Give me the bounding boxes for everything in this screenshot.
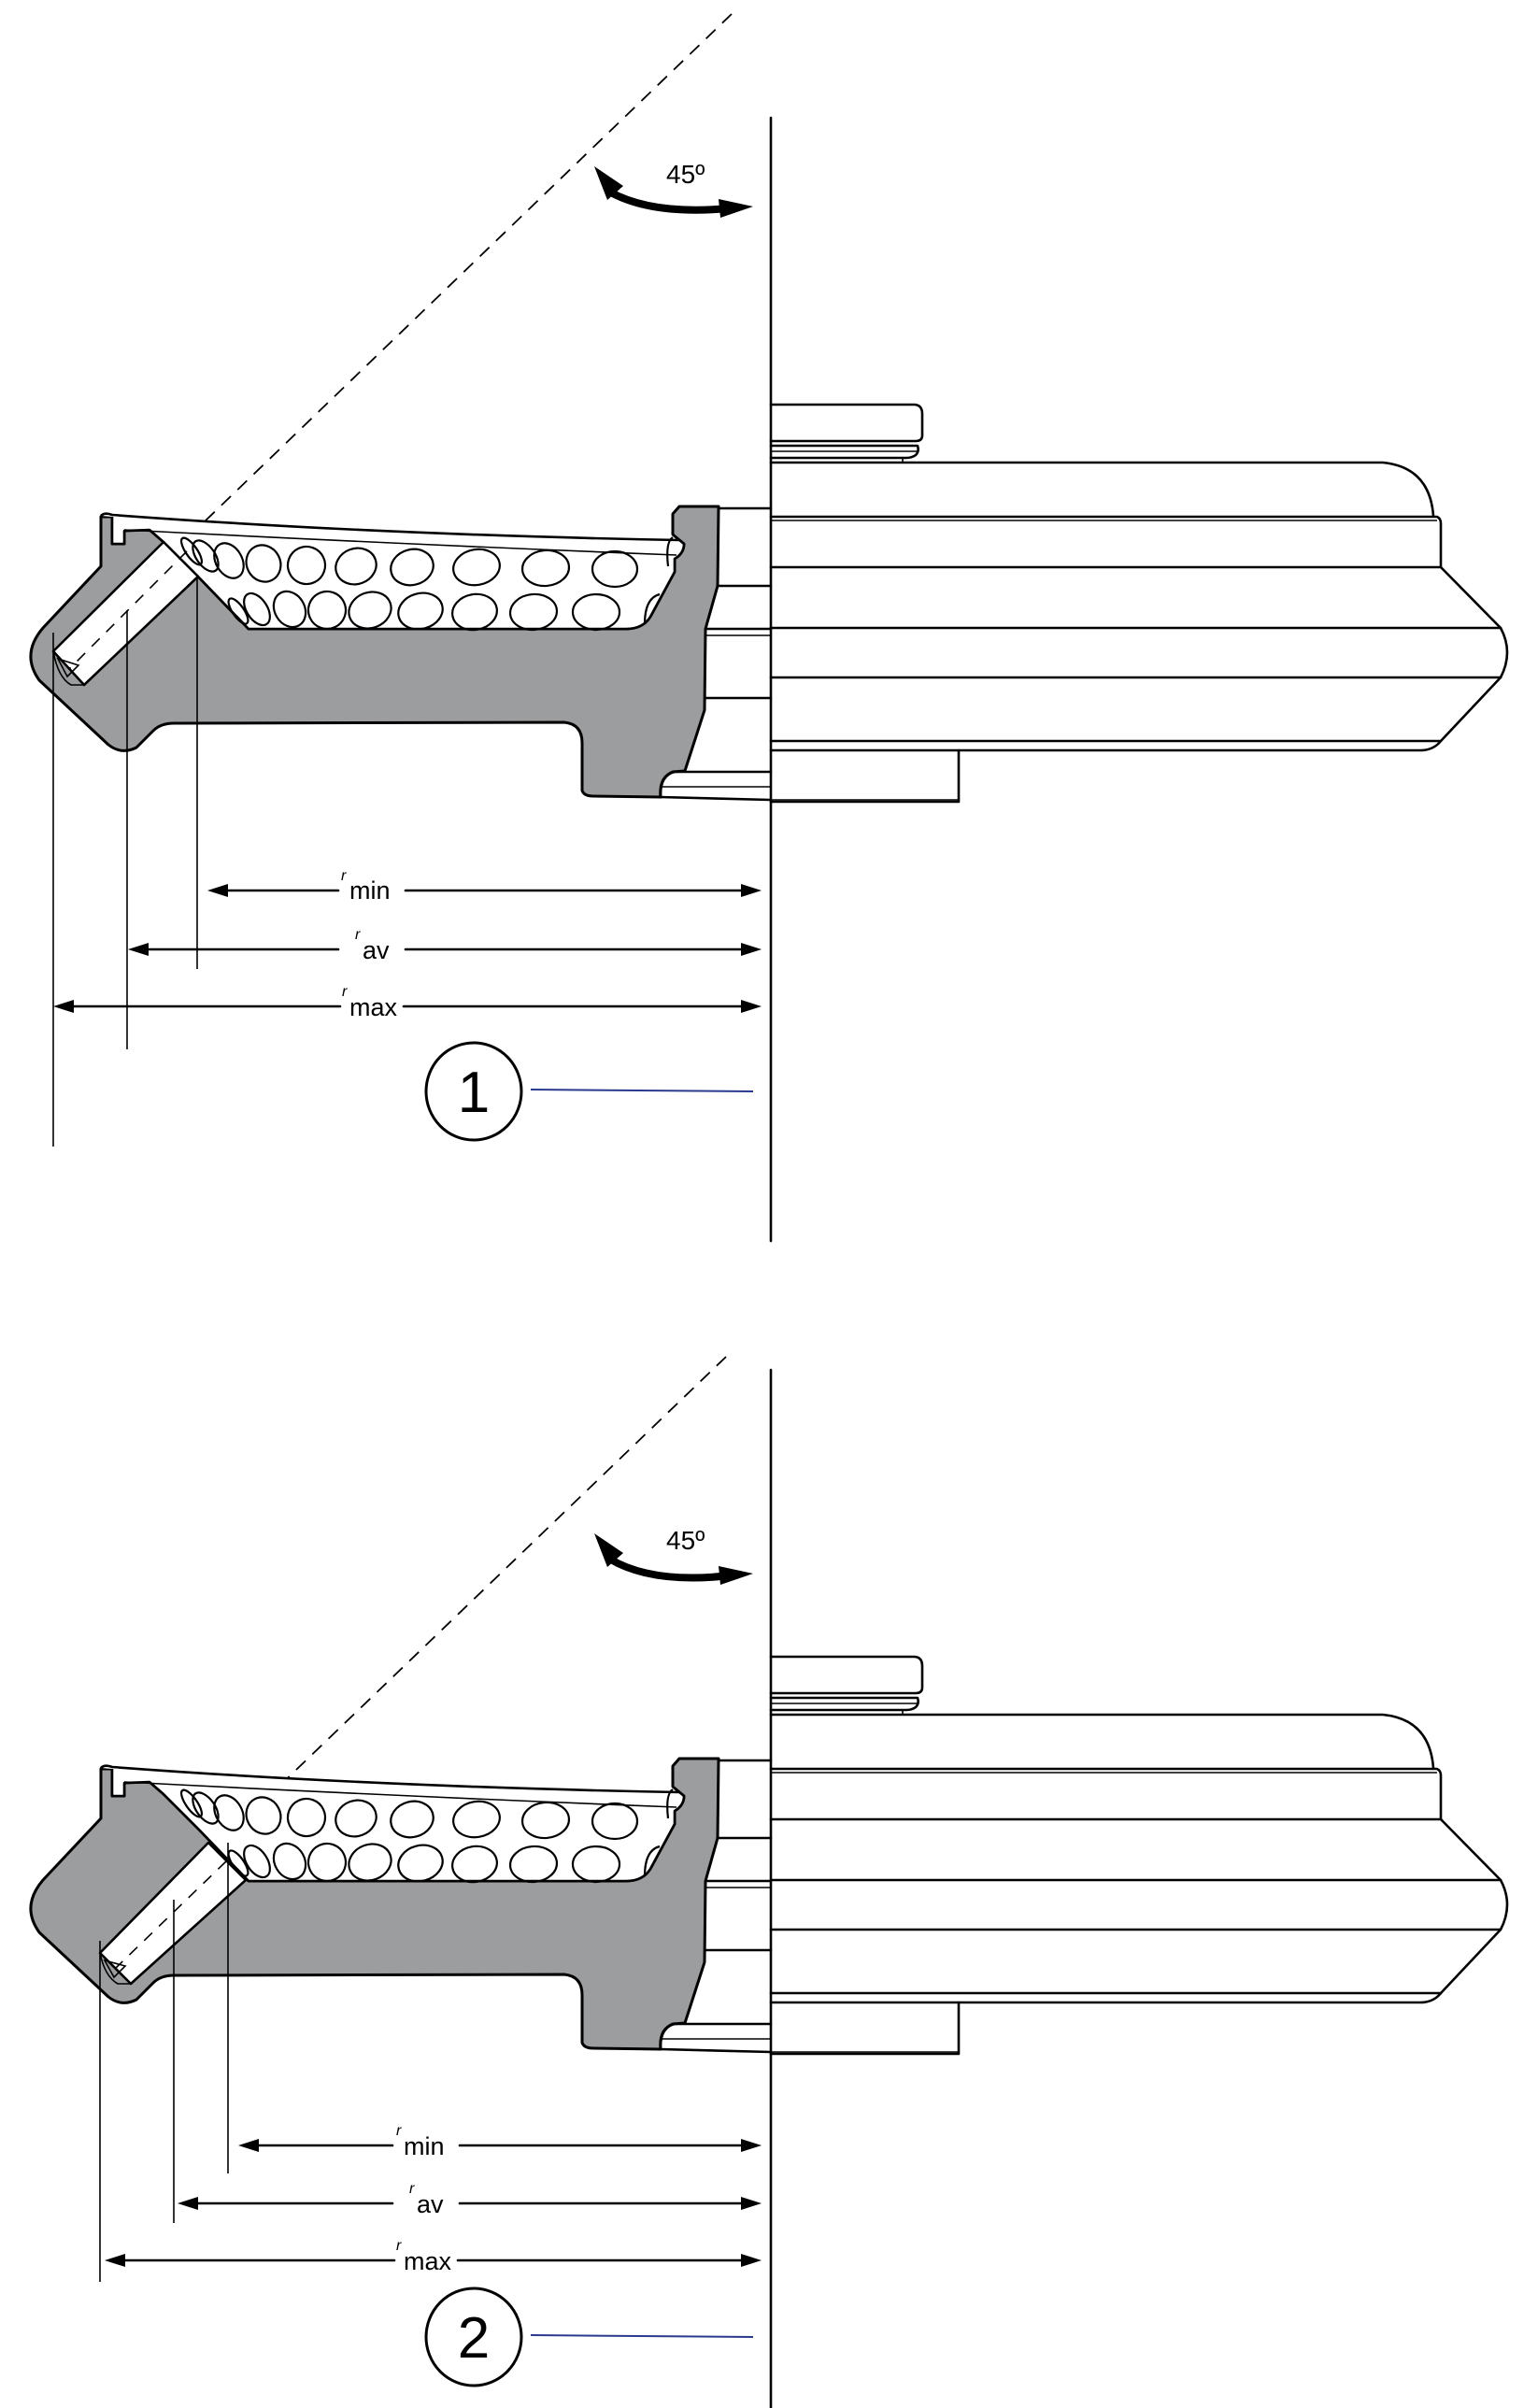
dimension-lines: r min r av r max (99, 1843, 762, 2282)
dim-prefix: r (409, 2181, 415, 2197)
dim-prefix: r (342, 984, 348, 1000)
dim-prefix: r (341, 868, 347, 884)
angle-arrow-icon (594, 166, 753, 218)
callout-1: 1 (424, 1041, 754, 1142)
dim-label-rmax: max (349, 993, 398, 1021)
dim-label-rav: av (417, 2190, 444, 2218)
angle-label: 45º (666, 160, 705, 189)
dim-label-rmax: max (404, 2247, 452, 2275)
callout-number: 1 (458, 1061, 490, 1125)
dim-prefix: r (396, 2238, 402, 2254)
dim-prefix: r (396, 2123, 402, 2139)
tube-angle-guide-line (105, 1356, 727, 1954)
angle-arrow-icon (594, 1533, 753, 1585)
callout-2: 2 (424, 2287, 754, 2387)
dim-label-rav: av (363, 936, 390, 964)
dim-label-rmin: min (404, 2132, 445, 2160)
callout-number: 2 (458, 2306, 490, 2371)
dim-label-rmin: min (349, 876, 391, 905)
panel-1: 45º r min r av r max 1 (29, 13, 1509, 1243)
dim-prefix: r (355, 927, 361, 943)
panel-2: 45º r min r av r max 2 (29, 1356, 1509, 2408)
dimension-lines: r min r av r max (52, 577, 762, 1147)
angle-label: 45º (666, 1526, 705, 1555)
